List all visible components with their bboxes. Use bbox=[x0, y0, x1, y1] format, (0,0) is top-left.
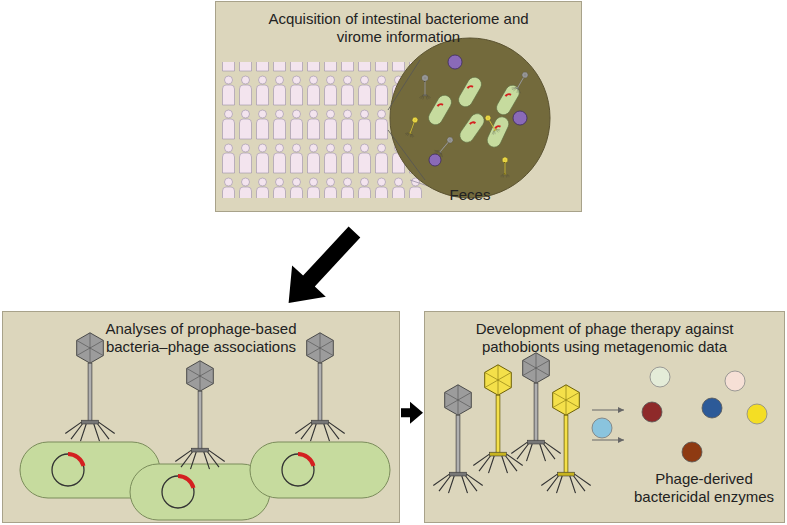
flow-arrow bbox=[401, 402, 423, 424]
panel-box: Analyses of prophage-based bacteria–phag… bbox=[2, 311, 400, 523]
panel-heading: Acquisition of intestinal bacteriome and… bbox=[264, 10, 534, 46]
text-label: Feces bbox=[420, 186, 520, 204]
panel-box: Acquisition of intestinal bacteriome and… bbox=[215, 1, 582, 212]
panel-heading: Development of phage therapy against pat… bbox=[460, 320, 750, 356]
text-label: Phage-derived bactericidal enzymes bbox=[628, 470, 780, 506]
panel-heading: Analyses of prophage-based bacteria–phag… bbox=[86, 320, 316, 356]
flow-arrow bbox=[289, 227, 361, 303]
